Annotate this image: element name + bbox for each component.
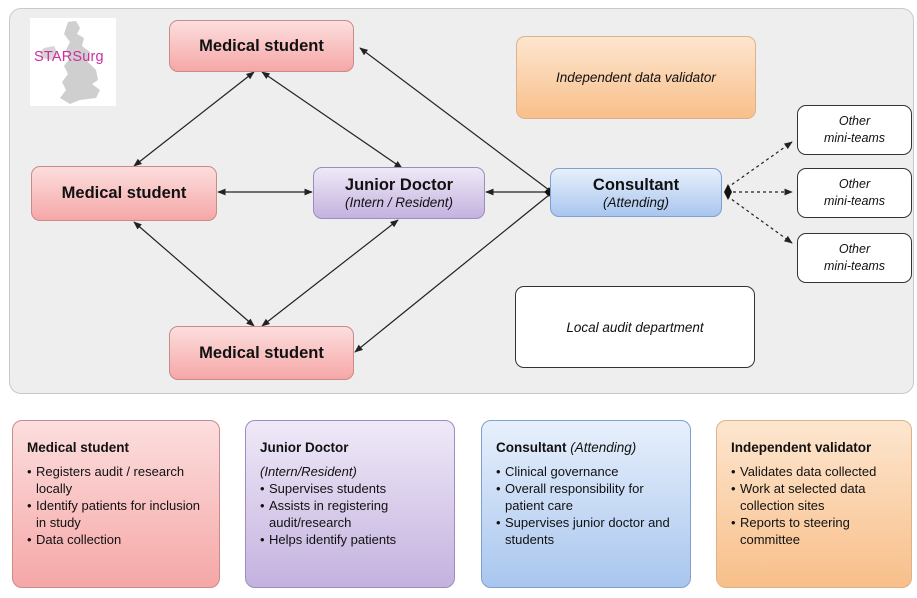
card-title: Medical student — [27, 440, 130, 455]
card-title: Junior Doctor — [260, 440, 349, 455]
medical-student-node-left: Medical student — [31, 166, 217, 221]
starsurg-logo: STARSurg — [30, 18, 116, 106]
junior-doctor-node: Junior Doctor (Intern / Resident) — [313, 167, 485, 219]
logo-text: STARSurg — [34, 49, 104, 65]
other-mini-teams-node-3: Other mini-teams — [797, 233, 912, 283]
node-label-line2: mini-teams — [823, 131, 886, 145]
card-bullets: Registers audit / research locally Ident… — [27, 463, 209, 548]
bullet-item: Reports to steering committee — [731, 514, 901, 548]
local-audit-node: Local audit department — [515, 286, 755, 368]
card-bullets: Validates data collected Work at selecte… — [731, 463, 901, 548]
node-subtitle: (Attending) — [602, 194, 670, 210]
card-subtitle: (Intern/Resident) — [260, 464, 357, 479]
node-title: Junior Doctor — [344, 176, 454, 194]
bullet-item: Helps identify patients — [260, 531, 444, 548]
node-label-line2: mini-teams — [823, 194, 886, 208]
card-title: Independent validator — [731, 440, 872, 455]
card-title: Consultant (Attending) — [496, 440, 637, 455]
node-label: Medical student — [199, 36, 324, 55]
card-medical-student: Medical student Registers audit / resear… — [12, 420, 220, 588]
other-mini-teams-node-1: Other mini-teams — [797, 105, 912, 155]
bullet-item: Overall responsibility for patient care — [496, 480, 680, 514]
bullet-item: Supervises junior doctor and students — [496, 514, 680, 548]
node-subtitle: (Intern / Resident) — [344, 195, 454, 210]
bullet-item: Data collection — [27, 531, 209, 548]
medical-student-node-top: Medical student — [169, 20, 354, 72]
card-consultant: Consultant (Attending) Clinical governan… — [481, 420, 691, 588]
consultant-node: Consultant (Attending) — [550, 168, 722, 217]
node-label: Local audit department — [566, 319, 704, 335]
other-mini-teams-node-2: Other mini-teams — [797, 168, 912, 218]
card-independent-validator: Independent validator Validates data col… — [716, 420, 912, 588]
bullet-item: Identify patients for inclusion in study — [27, 497, 209, 531]
bullet-item: Registers audit / research locally — [27, 463, 209, 497]
bullet-item: Clinical governance — [496, 463, 680, 480]
node-label-line1: Other — [838, 242, 871, 256]
card-junior-doctor: Junior Doctor (Intern/Resident) Supervis… — [245, 420, 455, 588]
bullet-item: Assists in registering audit/research — [260, 497, 444, 531]
node-label: Medical student — [61, 184, 187, 202]
bullet-item: Validates data collected — [731, 463, 901, 480]
card-bullets: Supervises students Assists in registeri… — [260, 480, 444, 548]
node-title: Consultant — [592, 175, 680, 194]
node-label: Medical student — [199, 343, 324, 362]
bullet-item: Supervises students — [260, 480, 444, 497]
medical-student-node-bottom: Medical student — [169, 326, 354, 380]
bullet-item: Work at selected data collection sites — [731, 480, 901, 514]
independent-validator-node: Independent data validator — [516, 36, 756, 119]
card-bullets: Clinical governance Overall responsibili… — [496, 463, 680, 548]
uk-map-icon — [40, 21, 100, 104]
node-label-line1: Other — [838, 114, 871, 128]
node-label-line1: Other — [838, 177, 871, 191]
node-label: Independent data validator — [556, 70, 716, 85]
node-label-line2: mini-teams — [823, 259, 886, 273]
card-title-suffix: (Attending) — [570, 440, 637, 455]
